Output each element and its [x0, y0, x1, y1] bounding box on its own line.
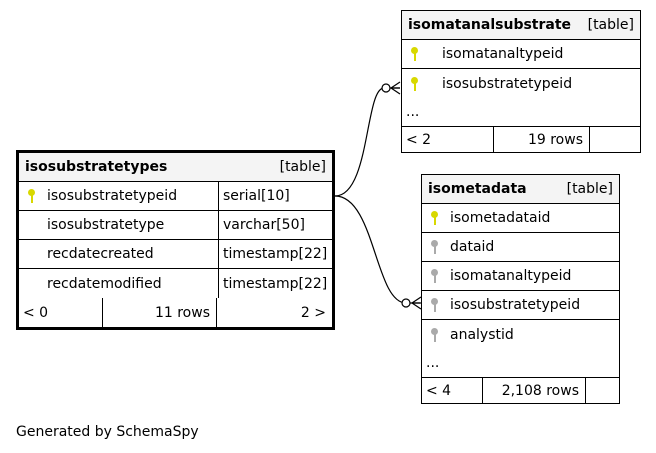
children-count — [590, 127, 640, 152]
ellipsis: ... — [406, 104, 420, 120]
edge-cardinality-circle — [381, 83, 391, 93]
column-row[interactable]: isometadataid — [422, 204, 619, 233]
foreign-key-icon — [431, 327, 439, 342]
key-cell — [422, 320, 448, 349]
primary-key-icon — [28, 189, 36, 203]
row-count: 11 rows — [103, 298, 217, 327]
table-kind: [table] — [566, 181, 613, 197]
parents-count: < 0 — [19, 298, 103, 327]
column-type: timestamp[22] — [223, 246, 328, 262]
parents-count: < 4 — [422, 378, 483, 403]
table-isomatanalsubstrate[interactable]: isomatanalsubstrate [table] isomatanalty… — [401, 10, 641, 153]
column-name: isosubstratetype — [45, 211, 219, 239]
children-count: 2 > — [300, 304, 326, 321]
row-count: 19 rows — [494, 127, 590, 152]
key-cell — [19, 269, 45, 298]
key-cell — [422, 204, 448, 232]
column-name: dataid — [450, 239, 495, 255]
primary-key-icon — [411, 47, 419, 61]
key-cell — [422, 291, 448, 319]
key-cell — [402, 40, 428, 68]
key-cell — [402, 69, 428, 98]
column-type: timestamp[22] — [223, 275, 328, 292]
table-footer: < 4 2,108 rows — [422, 378, 619, 403]
column-name: isomatanaltypeid — [450, 268, 572, 284]
more-columns: ... — [422, 349, 619, 378]
table-name: isomatanalsubstrate — [408, 17, 572, 33]
table-kind: [table] — [587, 17, 634, 33]
edge-cardinality-circle — [401, 298, 411, 308]
foreign-key-icon — [431, 240, 439, 254]
foreign-key-icon — [431, 298, 439, 312]
edge-crowfoot — [410, 296, 422, 310]
column-row[interactable]: dataid — [422, 233, 619, 262]
table-kind: [table] — [279, 159, 326, 175]
table-isosubstratetypes[interactable]: isosubstratetypes [table] isosubstratety… — [16, 150, 335, 330]
key-cell — [422, 262, 448, 290]
edge-to-isometadata — [334, 195, 420, 304]
column-type: varchar[50] — [223, 217, 305, 233]
column-row[interactable]: isosubstratetypeid — [402, 69, 640, 98]
column-name: analystid — [450, 326, 514, 343]
generated-by-label: Generated by SchemaSpy — [16, 424, 199, 440]
column-type: serial[10] — [223, 188, 290, 204]
column-name: isometadataid — [450, 210, 551, 226]
table-header: isomatanalsubstrate [table] — [402, 11, 640, 40]
key-cell — [422, 233, 448, 261]
table-name: isosubstratetypes — [25, 159, 168, 175]
column-row[interactable]: isosubstratetypeid — [422, 291, 619, 320]
edge-crowfoot — [389, 81, 401, 95]
table-footer: < 2 19 rows — [402, 127, 640, 152]
column-name: recdatemodified — [45, 269, 219, 298]
column-name: isomatanaltypeid — [442, 46, 564, 62]
edge-to-isomatanalsubstrate — [334, 87, 400, 197]
more-columns: ... — [402, 98, 640, 127]
primary-key-icon — [431, 211, 439, 225]
children-count — [586, 378, 619, 403]
column-name: isosubstratetypeid — [442, 75, 573, 92]
table-footer: < 0 11 rows 2 > — [19, 298, 332, 327]
key-cell — [19, 240, 45, 268]
column-row[interactable]: isomatanaltypeid — [422, 262, 619, 291]
ellipsis: ... — [426, 355, 440, 371]
key-cell — [19, 211, 45, 239]
row-count: 2,108 rows — [483, 378, 586, 403]
foreign-key-icon — [431, 269, 439, 283]
table-isometadata[interactable]: isometadata [table] isometadataid dataid i… — [421, 174, 620, 404]
column-row[interactable]: analystid — [422, 320, 619, 349]
parents-count: < 2 — [402, 127, 494, 152]
primary-key-icon — [411, 76, 419, 91]
column-row[interactable]: isomatanaltypeid — [402, 40, 640, 69]
table-name: isometadata — [428, 181, 527, 197]
column-name: isosubstratetypeid — [450, 297, 581, 313]
column-name: recdatecreated — [45, 240, 219, 268]
column-name: isosubstratetypeid — [45, 182, 219, 210]
table-header: isosubstratetypes [table] — [19, 153, 332, 182]
key-cell — [19, 182, 45, 210]
table-header: isometadata [table] — [422, 175, 619, 204]
